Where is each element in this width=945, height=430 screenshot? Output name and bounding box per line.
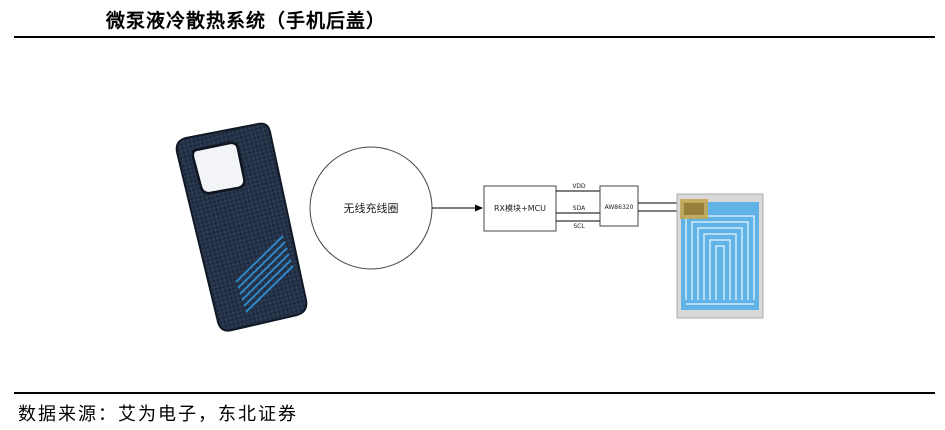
signal-lines: [556, 190, 600, 222]
arrow-coil-to-rx: [432, 204, 483, 212]
rx-mcu-box: [483, 185, 557, 232]
signal-label-vdd: VDD: [572, 183, 586, 190]
micro-pump-plate-image: [676, 193, 764, 319]
rx-mcu-label: RX模块+MCU: [494, 203, 546, 213]
coil-label: 无线充线圈: [344, 201, 399, 215]
aw86320-box: [599, 185, 639, 227]
pump-connector-lines: [638, 202, 683, 212]
phone-case-image: [175, 122, 308, 332]
bottom-rule: [14, 392, 935, 394]
signal-label-scl: SCL: [573, 223, 585, 230]
signal-label-sda: SDA: [573, 205, 586, 212]
top-rule: [14, 36, 935, 38]
source-note: 数据来源：艾为电子，东北证券: [18, 404, 298, 425]
page-title: 微泵液冷散热系统（手机后盖）: [106, 10, 387, 32]
aw86320-label: AW86320: [605, 204, 634, 211]
